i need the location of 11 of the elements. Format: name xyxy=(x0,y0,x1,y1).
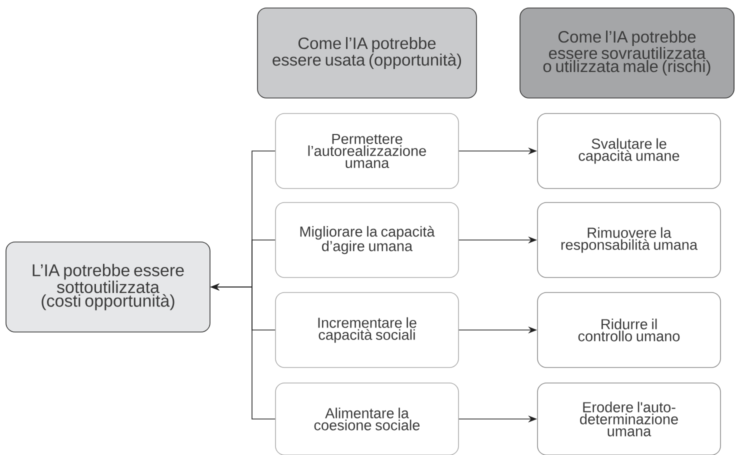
risk-box: Rimuovere la responsabilità umana xyxy=(537,202,721,278)
risk-box: Erodere l'auto-determinazione umana xyxy=(537,382,721,455)
column-header: Come l’IA potrebbe essere sovrautilizzata o utilizzata male (rischi) xyxy=(520,8,734,98)
opportunity-box: Migliorare la capacità d’agire umana xyxy=(275,202,459,278)
opportunity-box: Incrementare le capacità sociali xyxy=(275,292,459,368)
outcome-box: L’IA potrebbe essere sottoutilizzata (costi opportunità) xyxy=(6,242,210,332)
opportunity-box: Permettere l’autorealizzazione umana xyxy=(275,113,459,189)
risk-box: Svalutare le capacità umane xyxy=(537,113,721,189)
column-header: Come l’IA potrebbe essere usata (opportunità) xyxy=(257,8,477,98)
opportunity-box: Alimentare la coesione sociale xyxy=(275,382,459,455)
risk-box: Ridurre il controllo umano xyxy=(537,292,721,368)
